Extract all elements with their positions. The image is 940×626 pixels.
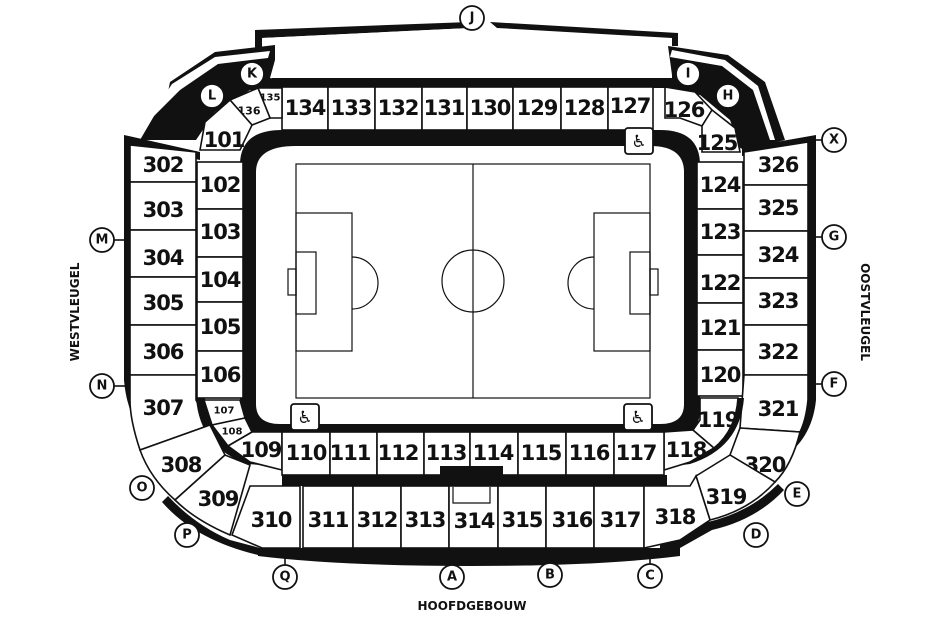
svg-text:G: G	[829, 230, 840, 245]
section-314[interactable]: 314	[448, 485, 499, 549]
section-313[interactable]: 313	[400, 485, 450, 549]
section-133[interactable]: 133	[327, 86, 376, 131]
section-124[interactable]: 124	[696, 161, 744, 210]
lower-east-tier: 124 123 122 121 120	[696, 161, 744, 397]
section-103[interactable]: 103	[196, 208, 244, 258]
west-wing-label: WESTVLEUGEL	[68, 262, 82, 361]
upper-south-tier: 310 311 312 313 314 315 316 317 318	[230, 474, 711, 566]
gate-q[interactable]: Q	[272, 564, 298, 590]
section-134[interactable]: 134	[281, 86, 329, 131]
section-304[interactable]: 304	[129, 229, 197, 278]
svg-text:E: E	[793, 487, 802, 502]
section-122[interactable]: 122	[696, 254, 744, 304]
svg-text:K: K	[247, 67, 258, 82]
section-305[interactable]: 305	[129, 276, 197, 326]
section-312[interactable]: 312	[352, 485, 402, 549]
section-120[interactable]: 120	[696, 349, 744, 397]
east-wing-label: OOSTVLEUGEL	[858, 263, 872, 361]
section-131[interactable]: 131	[421, 86, 468, 131]
svg-text:M: M	[96, 233, 109, 248]
lower-south-tier: 110 111 112 113 114 115 116 117	[281, 431, 667, 486]
section-121[interactable]: 121	[696, 302, 744, 351]
svg-text:L: L	[208, 89, 216, 104]
south-outer-wall	[258, 548, 680, 566]
svg-text:O: O	[136, 481, 147, 496]
concourse-ring	[240, 130, 700, 440]
svg-text:X: X	[829, 133, 839, 148]
section-316[interactable]: 316	[545, 485, 595, 549]
svg-text:I: I	[686, 67, 691, 82]
gate-a[interactable]: A	[439, 564, 465, 590]
svg-text:Q: Q	[279, 570, 290, 585]
gate-g[interactable]: G	[821, 224, 847, 250]
section-324[interactable]: 324	[743, 230, 809, 279]
section-117[interactable]: 117	[613, 431, 665, 476]
svg-text:C: C	[645, 569, 655, 584]
section-130[interactable]: 130	[466, 86, 514, 131]
pitch	[287, 163, 659, 399]
gate-d[interactable]: D	[743, 522, 769, 548]
svg-text:F: F	[830, 377, 839, 392]
svg-text:H: H	[723, 89, 734, 104]
section-105[interactable]: 105	[196, 301, 244, 352]
tunnel-block	[440, 466, 503, 476]
main-building-label: HOOFDGEBOUW	[418, 599, 527, 613]
section-112[interactable]: 112	[376, 431, 425, 476]
section-325[interactable]: 325	[743, 184, 809, 232]
section-321[interactable]: 321	[739, 374, 809, 433]
section-106[interactable]: 106	[196, 350, 244, 399]
wheelchair-icon: ♿	[624, 127, 654, 155]
section-127[interactable]: 127	[607, 86, 654, 131]
gate-c[interactable]: C	[637, 563, 663, 589]
section-323[interactable]: 323	[743, 277, 809, 326]
gate-o[interactable]: O	[129, 475, 155, 501]
section-116[interactable]: 116	[565, 431, 615, 476]
section-132[interactable]: 132	[374, 86, 423, 131]
section-317[interactable]: 317	[593, 485, 645, 549]
section-302[interactable]: 302	[129, 144, 197, 183]
section-104[interactable]: 104	[196, 256, 244, 303]
upper-east-tier: 326 325 324 323 322 321	[739, 135, 816, 460]
svg-text:N: N	[97, 379, 108, 394]
gate-e[interactable]: E	[784, 481, 810, 507]
south-concourse	[282, 475, 667, 486]
gate-j[interactable]: J	[459, 5, 485, 31]
section-303[interactable]: 303	[129, 181, 197, 231]
gate-h[interactable]: H	[715, 83, 741, 109]
section-128[interactable]: 128	[560, 86, 609, 131]
section-315[interactable]: 315	[497, 485, 547, 549]
wheelchair-icon: ♿	[623, 403, 653, 431]
lower-west-tier: 102 103 104 105 106	[196, 161, 244, 399]
gate-f[interactable]: F	[821, 371, 847, 397]
section-129[interactable]: 129	[512, 86, 562, 131]
section-310[interactable]: 310	[230, 485, 301, 549]
wheelchair-icon: ♿	[290, 403, 320, 431]
svg-text:J: J	[469, 11, 475, 26]
section-111[interactable]: 111	[329, 431, 378, 476]
gate-b[interactable]: B	[537, 562, 563, 588]
gate-n[interactable]: N	[89, 373, 115, 399]
svg-text:D: D	[751, 528, 762, 543]
section-110[interactable]: 110	[281, 431, 331, 476]
section-123[interactable]: 123	[696, 208, 744, 256]
svg-text:B: B	[545, 568, 555, 583]
svg-text:A: A	[447, 570, 457, 585]
section-102[interactable]: 102	[196, 161, 244, 210]
lower-north-tier: 134 133 132 131 130 129 128 127	[272, 78, 692, 131]
section-322[interactable]: 322	[743, 324, 809, 376]
section-318[interactable]: 318	[643, 474, 711, 549]
section-306[interactable]: 306	[129, 324, 197, 376]
gate-l[interactable]: L	[199, 83, 225, 109]
gate-m[interactable]: M	[89, 227, 115, 253]
gate-k[interactable]: K	[239, 61, 265, 87]
gate-i[interactable]: I	[675, 61, 701, 87]
section-311[interactable]: 311	[302, 485, 354, 549]
section-115[interactable]: 115	[517, 431, 567, 476]
gate-x[interactable]: X	[821, 127, 847, 153]
gate-p[interactable]: P	[174, 522, 200, 548]
svg-text:P: P	[182, 528, 192, 543]
